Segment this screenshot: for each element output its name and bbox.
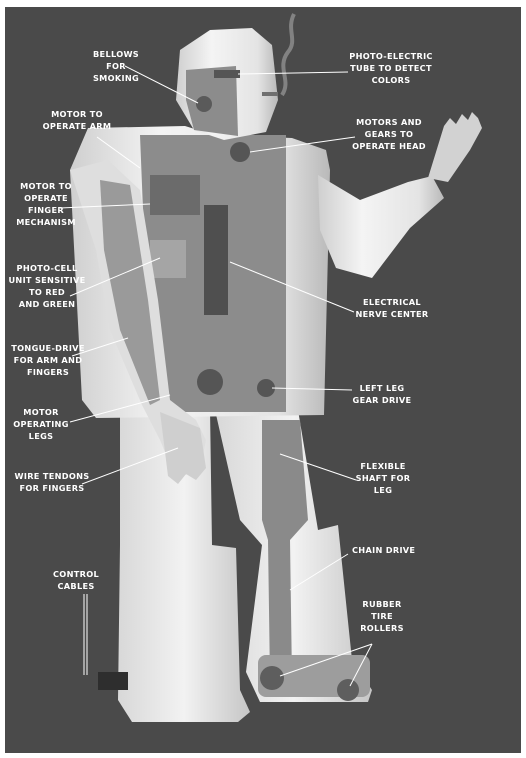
head-gear <box>230 142 250 162</box>
roller-wheel-front <box>260 666 284 690</box>
label-chain-drive: CHAIN DRIVE <box>352 545 416 555</box>
leader-bellows <box>124 65 199 104</box>
leader-flexible-shaft <box>279 453 357 481</box>
head-cutaway-interior <box>186 66 238 136</box>
photo-electric-tube <box>214 70 240 78</box>
robot-left-leg <box>215 410 372 702</box>
leader-nerve-center <box>229 261 355 313</box>
robot-raised-hand <box>428 112 482 182</box>
leader-motor-arm <box>96 136 141 169</box>
photo-cell-box <box>150 240 186 278</box>
leader-tongue-drive <box>71 337 129 357</box>
control-cable-plug <box>98 672 128 690</box>
label-wire-tendons: WIRE TENDONS FOR FINGERS <box>14 471 90 493</box>
nerve-center-column <box>204 205 228 315</box>
smoke-plume <box>280 13 296 97</box>
leader-left-leg-gear <box>271 387 353 391</box>
smoking-bellows <box>196 96 212 112</box>
robot-right-leg <box>118 408 250 722</box>
label-motor-legs: MOTOR OPERATING LEGS <box>13 407 69 441</box>
leader-photo-tube <box>237 71 349 75</box>
gear-box-upper <box>150 175 200 215</box>
leader-photo-cell <box>69 257 161 297</box>
leader-wire-tendons <box>81 447 179 485</box>
label-electrical-nerve-center: ELECTRICAL NERVE CENTER <box>355 297 429 319</box>
label-left-leg-gear: LEFT LEG GEAR DRIVE <box>352 383 412 405</box>
leg-gear-drive-2 <box>257 379 275 397</box>
leader-chain-drive <box>289 553 349 591</box>
leader-motor-legs <box>69 394 171 423</box>
label-photo-cell: PHOTO-CELL UNIT SENSITIVE TO RED AND GRE… <box>8 263 86 309</box>
leader-motors-head <box>249 136 356 153</box>
leader-motor-finger <box>59 203 151 209</box>
label-motors-gears-head: MOTORS AND GEARS TO OPERATE HEAD <box>352 117 426 151</box>
robot-mouth <box>262 92 278 96</box>
leader-lines <box>59 65 373 687</box>
label-photo-electric-tube: PHOTO-ELECTRIC TUBE TO DETECT COLORS <box>349 51 433 85</box>
label-control-cables: CONTROL CABLES <box>53 569 99 591</box>
robot-raised-arm <box>318 175 444 278</box>
label-motor-finger: MOTOR TO OPERATE FINGER MECHANISM <box>16 181 76 227</box>
arm-cutaway-interior <box>100 180 160 405</box>
label-flexible-shaft: FLEXIBLE SHAFT FOR LEG <box>355 461 411 495</box>
leader-rubber-tire <box>349 643 373 687</box>
robot-lowered-hand <box>160 412 206 484</box>
leg-gear-drive <box>197 369 223 395</box>
roller-wheel-back <box>337 679 359 701</box>
leg-cutaway-interior <box>262 420 308 680</box>
label-rubber-tire: RUBBER TIRE ROLLERS <box>360 599 404 633</box>
label-motor-arm: MOTOR TO OPERATE ARM <box>42 109 112 131</box>
label-bellows: BELLOWS FOR SMOKING <box>92 49 140 83</box>
label-tongue-drive: TONGUE-DRIVE FOR ARM AND FINGERS <box>11 343 85 377</box>
leader-rubber-tire-2 <box>279 643 373 677</box>
